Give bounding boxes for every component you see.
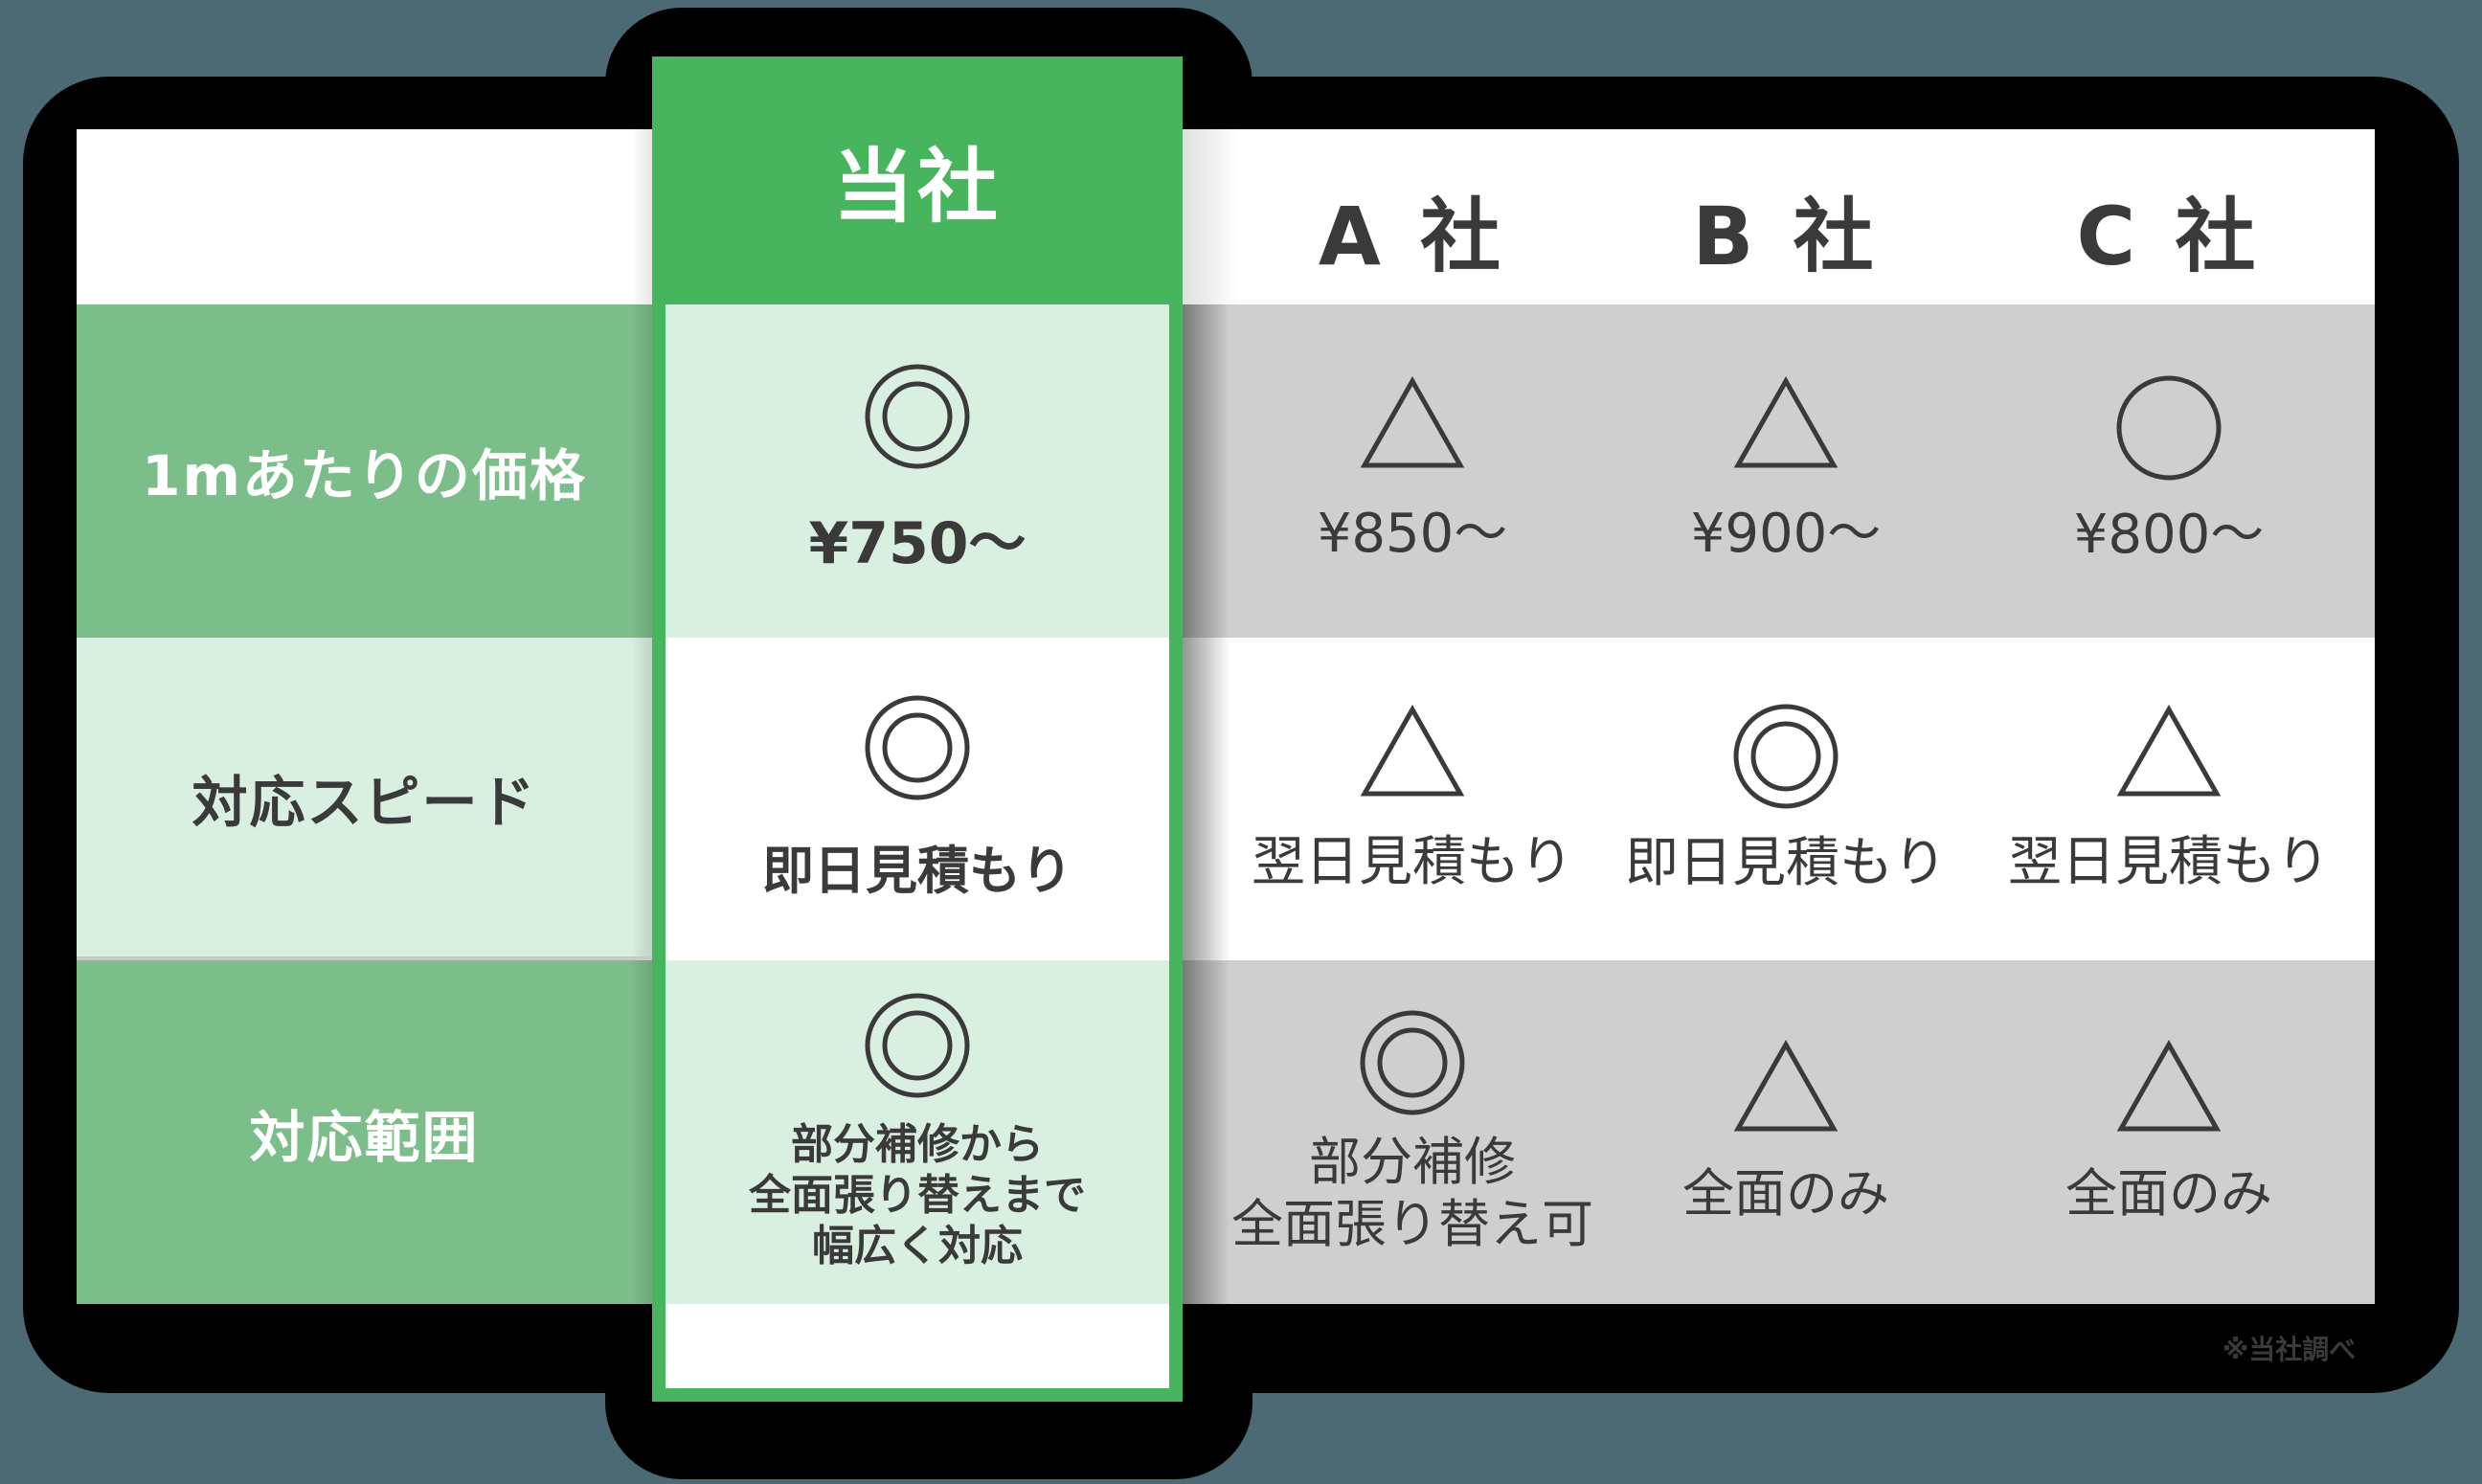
- speed-text: 即日見積もり: [1625, 831, 1947, 894]
- cell-c-coverage: 全面のみ: [1982, 960, 2356, 1304]
- own-coverage-line-1: 部分補修から: [791, 1120, 1044, 1170]
- row-label-speed: 対応スピード: [77, 638, 652, 960]
- circle-icon: [2116, 375, 2222, 481]
- cell-b-price: ¥900〜: [1599, 304, 1973, 638]
- header-company-b: B 社: [1692, 190, 1880, 283]
- double-circle-icon: [865, 993, 970, 1098]
- triangle-icon: [1360, 704, 1465, 797]
- double-circle-icon: [1360, 1010, 1465, 1115]
- double-circle-icon: [865, 695, 970, 800]
- cell-a-price: ¥850〜: [1226, 304, 1599, 638]
- coverage-text: 全面のみ: [2065, 1163, 2272, 1225]
- triangle-icon: [2116, 1040, 2222, 1132]
- row-label-coverage: 対応範囲: [77, 960, 652, 1304]
- header-company-c: C 社: [2076, 190, 2262, 283]
- coverage-text-line-1: 部分補修: [1309, 1131, 1516, 1192]
- comparison-table: A 社 B 社 C 社 1mあたりの価格 ¥850〜 ¥900〜 ¥800〜 対…: [77, 129, 2375, 1304]
- header-own-company: 当社: [832, 140, 1002, 234]
- double-circle-icon: [865, 364, 970, 468]
- triangle-icon: [2116, 704, 2222, 797]
- triangle-icon: [1360, 376, 1465, 468]
- own-company-column: 当社 ¥750〜 即日見積もり 部分補修から 全面張り替えまで 幅広く対応: [652, 56, 1183, 1402]
- header-company-a: A 社: [1318, 190, 1507, 283]
- cell-c-price: ¥800〜: [1982, 304, 2356, 638]
- table-row-price: 1mあたりの価格 ¥850〜 ¥900〜 ¥800〜: [77, 304, 2375, 638]
- row-label-price: 1mあたりの価格: [77, 304, 652, 638]
- speed-text: 翌日見積もり: [2008, 830, 2330, 893]
- own-cell-speed: 即日見積もり: [666, 638, 1169, 960]
- price-text: ¥800〜: [2073, 504, 2265, 567]
- cell-c-speed: 翌日見積もり: [1982, 638, 2356, 960]
- cell-a-coverage: 部分補修 全面張り替え可: [1226, 960, 1599, 1304]
- own-price-text: ¥750〜: [808, 509, 1027, 577]
- own-speed-text: 即日見積もり: [762, 841, 1072, 901]
- column-shadow: [1183, 304, 1230, 1304]
- column-shadow-header: [1183, 129, 1240, 304]
- cell-b-coverage: 全面のみ: [1599, 960, 1973, 1304]
- triangle-icon: [1733, 376, 1839, 468]
- cell-a-speed: 翌日見積もり: [1226, 638, 1599, 960]
- table-row-speed: 対応スピード 翌日見積もり 即日見積もり 翌日見積もり: [77, 638, 2375, 960]
- double-circle-icon: [1733, 704, 1839, 809]
- own-coverage-line-2: 全面張り替えまで: [749, 1171, 1086, 1221]
- cell-b-speed: 即日見積もり: [1599, 638, 1973, 960]
- own-cell-price: ¥750〜: [666, 304, 1169, 638]
- own-cell-coverage: 部分補修から 全面張り替えまで 幅広く対応: [666, 960, 1169, 1304]
- header-blank-cell: [77, 129, 652, 304]
- price-text: ¥850〜: [1317, 503, 1508, 566]
- own-column-footer: [666, 1304, 1169, 1388]
- table-row-coverage: 対応範囲 部分補修 全面張り替え可 全面のみ 全面のみ: [77, 960, 2375, 1304]
- header-row: A 社 B 社 C 社: [77, 129, 2375, 304]
- footnote: ※当社調べ: [2223, 1334, 2357, 1365]
- price-text: ¥900〜: [1690, 503, 1882, 566]
- speed-text: 翌日見積もり: [1252, 830, 1573, 893]
- own-coverage-line-3: 幅広く対応: [812, 1221, 1023, 1270]
- triangle-icon: [1733, 1040, 1839, 1132]
- coverage-text-line-2: 全面張り替え可: [1231, 1193, 1593, 1254]
- coverage-text: 全面のみ: [1682, 1163, 1889, 1225]
